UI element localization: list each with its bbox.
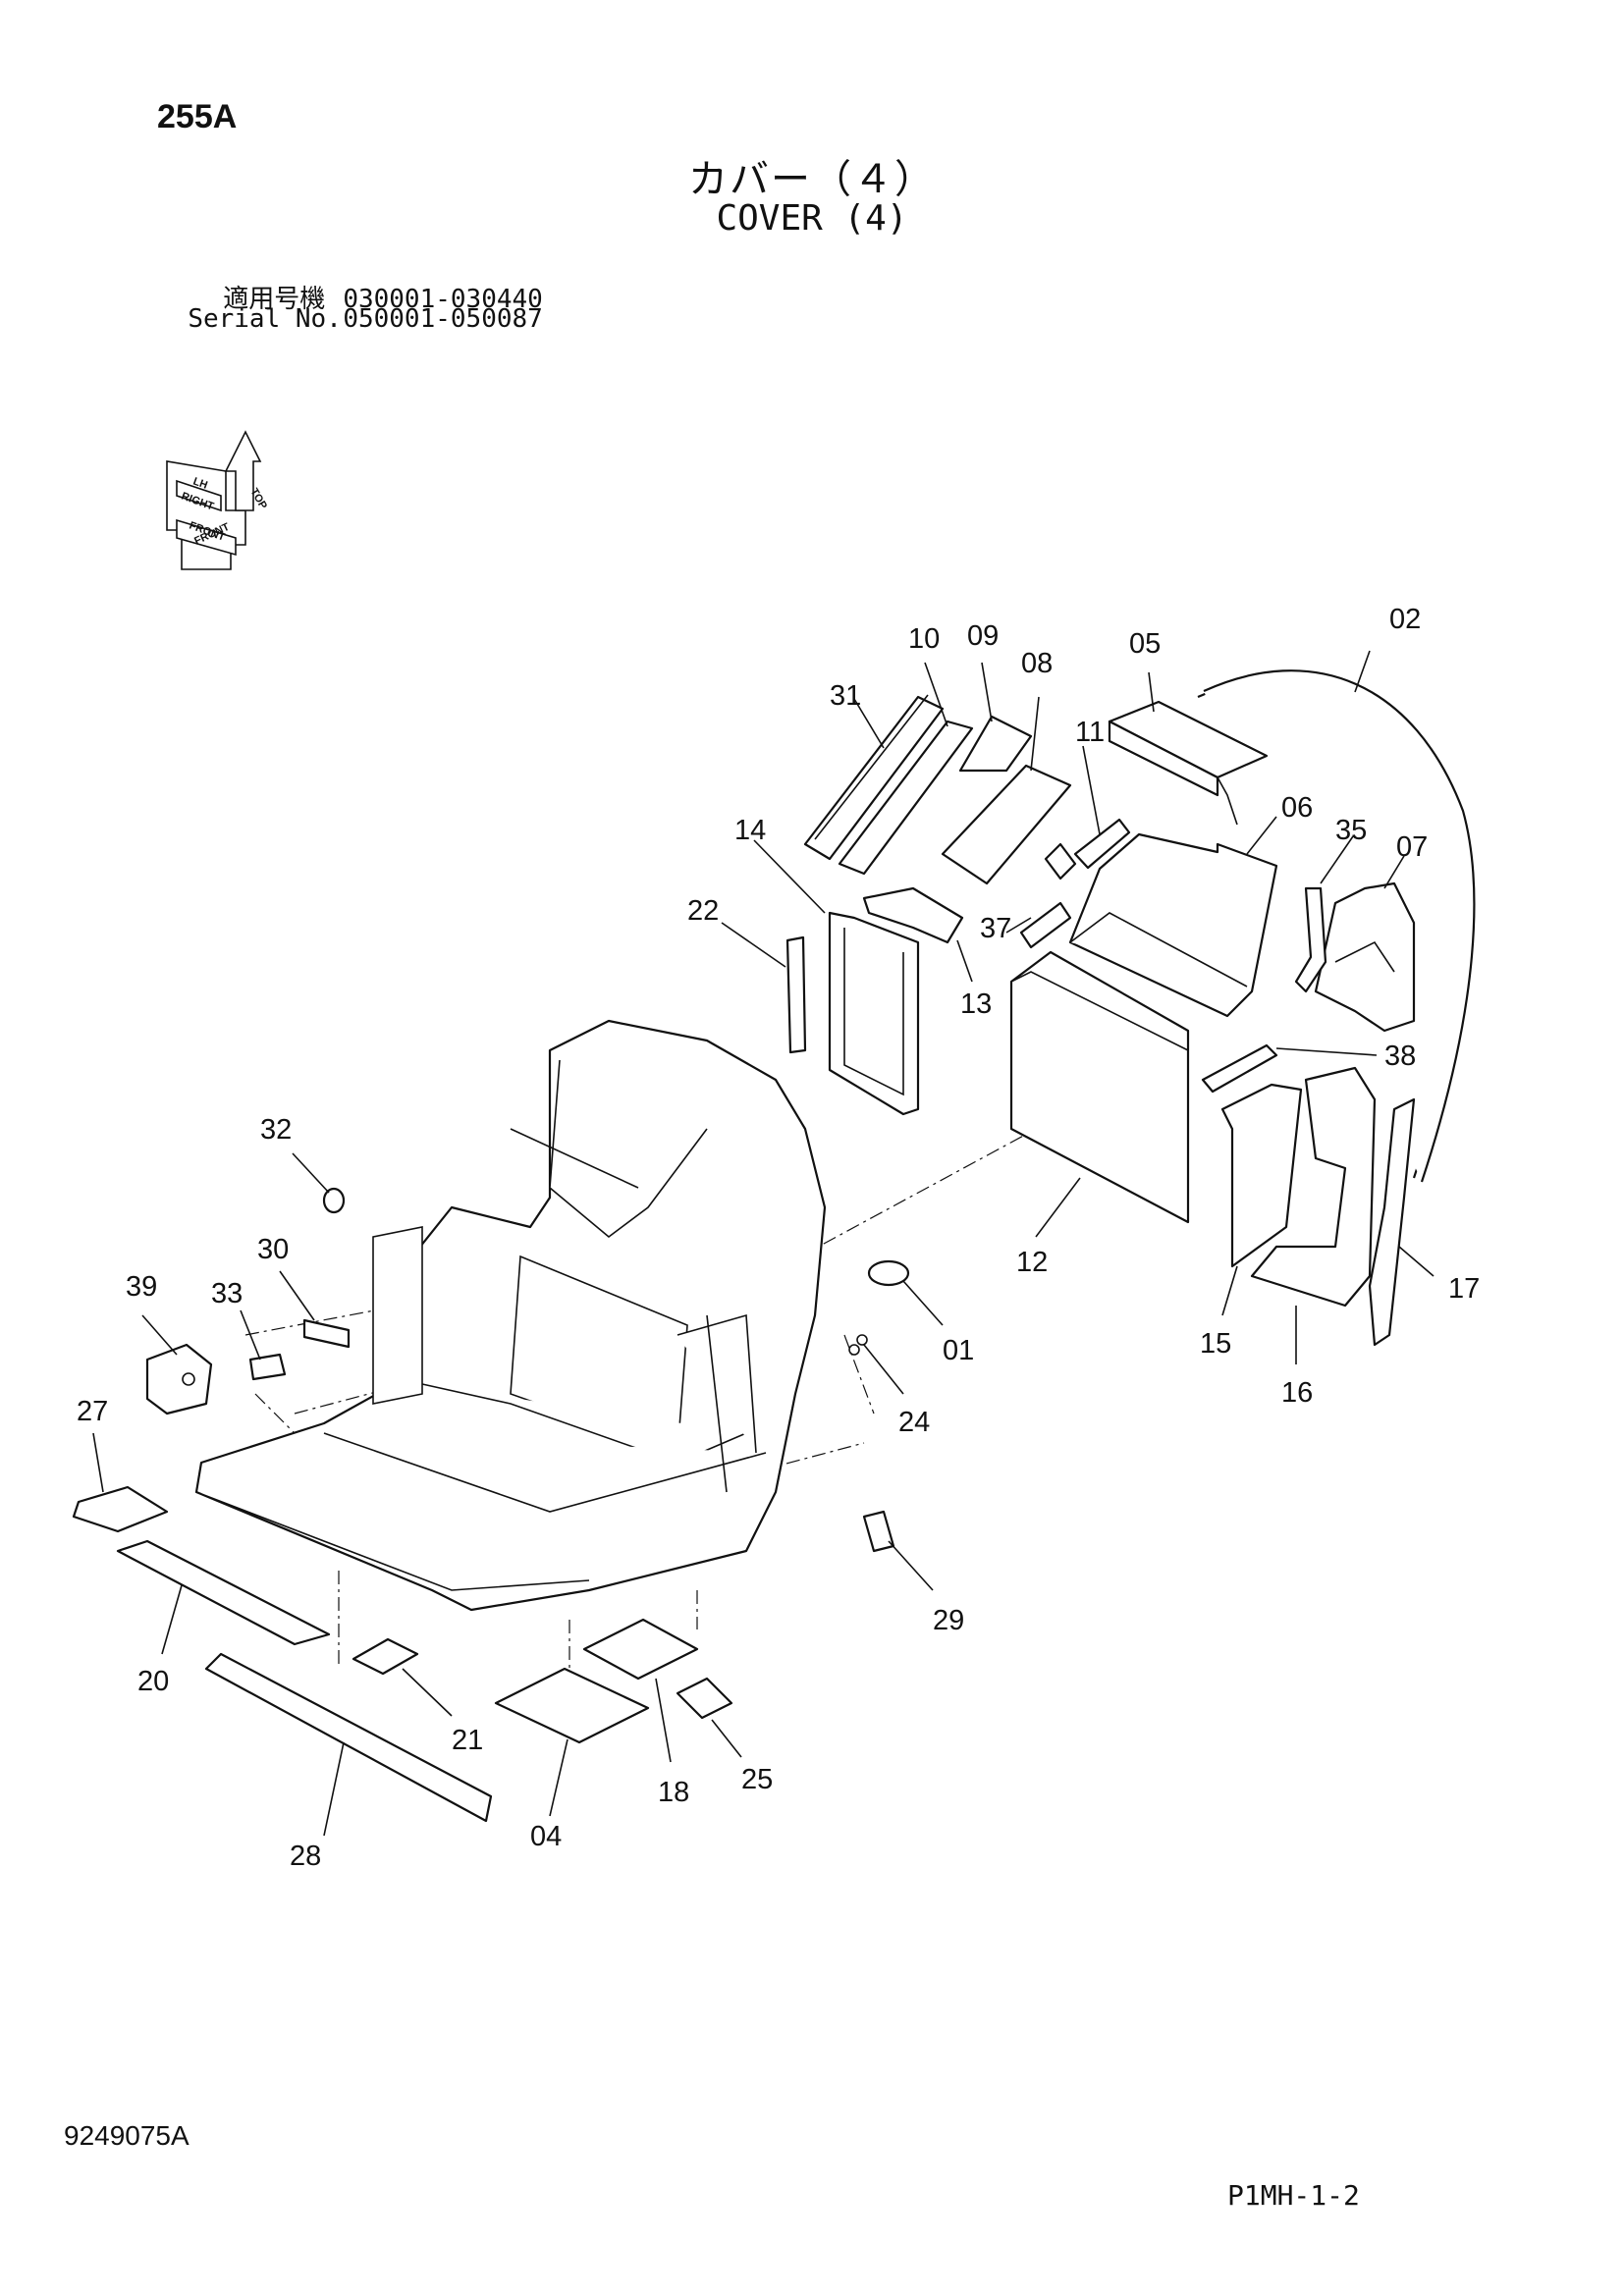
sheet-number: P1MH-1-2 — [1227, 2179, 1360, 2212]
serial-label-jp: 適用号機 — [223, 285, 326, 314]
serial-value-jp: 030001-030440 — [343, 285, 543, 314]
callout-20: 20 — [137, 1666, 169, 1697]
callout-35: 35 — [1335, 815, 1367, 846]
page-title-english: COVER (4) — [716, 198, 908, 239]
document-number: 9249075A — [64, 2120, 189, 2151]
part-16 — [1250, 1066, 1377, 1308]
callout-15: 15 — [1200, 1328, 1231, 1360]
callout-33: 33 — [211, 1278, 243, 1309]
callout-04: 04 — [530, 1821, 562, 1852]
callout-06: 06 — [1281, 792, 1313, 824]
callout-01: 01 — [943, 1335, 974, 1366]
part-18 — [582, 1618, 699, 1681]
callout-labels: 01 02 04 05 06 07 08 09 10 11 12 13 14 1… — [77, 604, 1480, 1872]
part-17 — [1368, 1097, 1416, 1347]
callout-17: 17 — [1448, 1273, 1480, 1305]
callout-24: 24 — [898, 1407, 930, 1438]
callout-11: 11 — [1075, 717, 1105, 748]
part-06 — [1068, 832, 1278, 1018]
part-01 — [867, 1259, 910, 1287]
callout-31: 31 — [830, 680, 861, 712]
callout-09: 09 — [967, 620, 999, 652]
callout-28: 28 — [290, 1841, 321, 1872]
callout-13: 13 — [960, 988, 992, 1020]
callout-21: 21 — [452, 1725, 483, 1756]
callout-27: 27 — [77, 1396, 108, 1427]
orientation-compass-icon: TOP LH RIGHT FRONT FRONT — [166, 430, 269, 570]
callout-16: 16 — [1281, 1377, 1313, 1409]
part-31 — [803, 694, 945, 861]
part-20 — [116, 1539, 331, 1646]
part-32 — [322, 1187, 346, 1214]
part-07 — [1314, 881, 1416, 1033]
part-35 — [1294, 886, 1327, 993]
callout-38: 38 — [1384, 1041, 1416, 1072]
callout-02: 02 — [1389, 604, 1421, 635]
part-22 — [785, 935, 807, 1054]
callout-14: 14 — [734, 815, 766, 846]
part-37 — [1019, 842, 1077, 949]
callout-07: 07 — [1396, 831, 1428, 863]
callout-12: 12 — [1016, 1247, 1048, 1278]
part-21 — [352, 1637, 419, 1676]
callout-32: 32 — [260, 1114, 292, 1146]
serial-value-en: 050001-050087 — [343, 304, 543, 334]
callout-08: 08 — [1021, 648, 1053, 679]
callout-39: 39 — [126, 1271, 157, 1303]
part-27 — [72, 1485, 169, 1533]
page-code: 255A — [157, 98, 238, 135]
serial-row-jp: 適用号機 030001-030440 — [157, 249, 543, 315]
part-24 — [848, 1334, 868, 1356]
compass-label-lh: LH — [191, 476, 209, 492]
callout-29: 29 — [933, 1605, 964, 1636]
part-09 — [958, 715, 1033, 773]
leader-lines — [92, 650, 1435, 1837]
part-11 — [1073, 818, 1131, 870]
callout-05: 05 — [1129, 628, 1161, 660]
part-10 — [838, 720, 974, 876]
serial-row-en: Serial No.050001-050087 — [157, 275, 543, 334]
callout-10: 10 — [908, 623, 940, 655]
callout-37: 37 — [980, 913, 1011, 944]
part-05 — [1108, 700, 1269, 826]
part-04 — [494, 1667, 650, 1744]
part-13 — [862, 886, 964, 944]
part-28 — [204, 1652, 493, 1823]
part-15 — [1220, 1083, 1303, 1268]
page-title-japanese: カバー（４） — [688, 157, 936, 202]
part-29 — [862, 1510, 895, 1553]
callout-30: 30 — [257, 1234, 289, 1265]
part-25 — [676, 1677, 733, 1720]
callout-18: 18 — [658, 1777, 689, 1808]
part-38 — [1201, 1043, 1278, 1094]
part-30 — [302, 1318, 351, 1349]
part-39 — [145, 1343, 213, 1415]
callout-22: 22 — [687, 895, 719, 927]
part-33 — [248, 1353, 287, 1381]
part-08 — [941, 764, 1072, 885]
main-frame — [194, 1019, 827, 1612]
part-12 — [1009, 950, 1190, 1224]
part-14 — [828, 911, 920, 1116]
callout-25: 25 — [741, 1764, 773, 1795]
